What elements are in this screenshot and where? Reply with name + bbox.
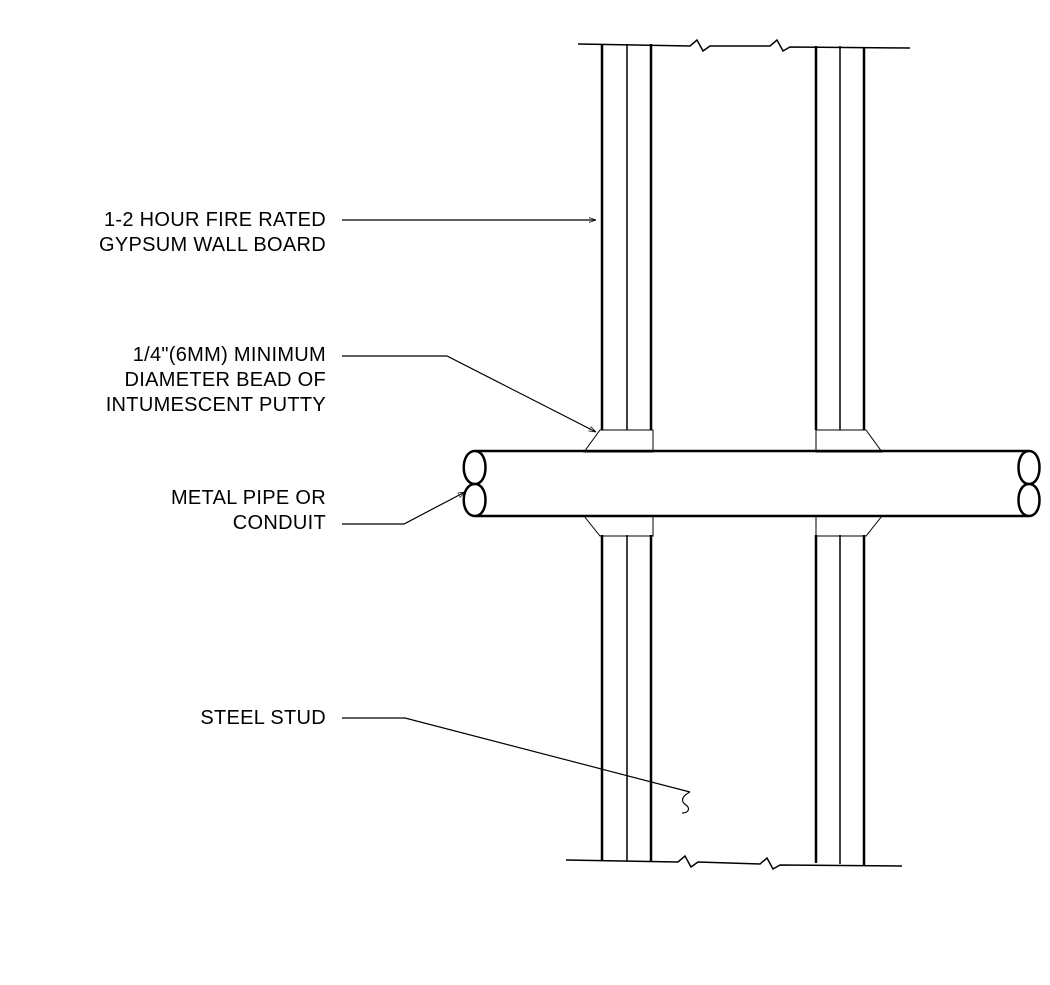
callout-metal-pipe: METAL PIPE OR CONDUIT: [171, 486, 326, 536]
callout-putty-line-1: 1/4"(6MM) MINIMUM: [132, 344, 326, 366]
callout-putty-line-3: INTUMESCENT PUTTY: [105, 394, 326, 416]
left-gypsum-board-layers: [600, 44, 653, 861]
leader-putty: [342, 355, 596, 433]
callout-gypsum-line-2: GYPSUM WALL BOARD: [99, 234, 326, 256]
bottom-break-line: [565, 854, 903, 871]
callout-gypsum-line-1: 1-2 HOUR FIRE RATED: [103, 209, 326, 231]
leader-steel-stud: [342, 717, 691, 814]
callout-pipe-line-1: METAL PIPE OR: [170, 487, 326, 509]
callout-putty-line-2: DIAMETER BEAD OF: [124, 369, 326, 391]
callout-steel-stud: STEEL STUD: [200, 706, 326, 731]
callout-pipe-line-2: CONDUIT: [232, 512, 326, 534]
right-gypsum-board-layers: [814, 46, 866, 865]
callout-gypsum-wall-board: 1-2 HOUR FIRE RATED GYPSUM WALL BOARD: [99, 208, 326, 258]
top-break-line: [577, 38, 911, 53]
callout-intumescent-putty: 1/4"(6MM) MINIMUM DIAMETER BEAD OF INTUM…: [106, 343, 326, 418]
leader-pipe: [342, 491, 465, 525]
callout-stud-line-1: STEEL STUD: [200, 707, 326, 729]
intumescent-putty-beads: [582, 429, 884, 537]
metal-pipe: [462, 449, 1041, 518]
